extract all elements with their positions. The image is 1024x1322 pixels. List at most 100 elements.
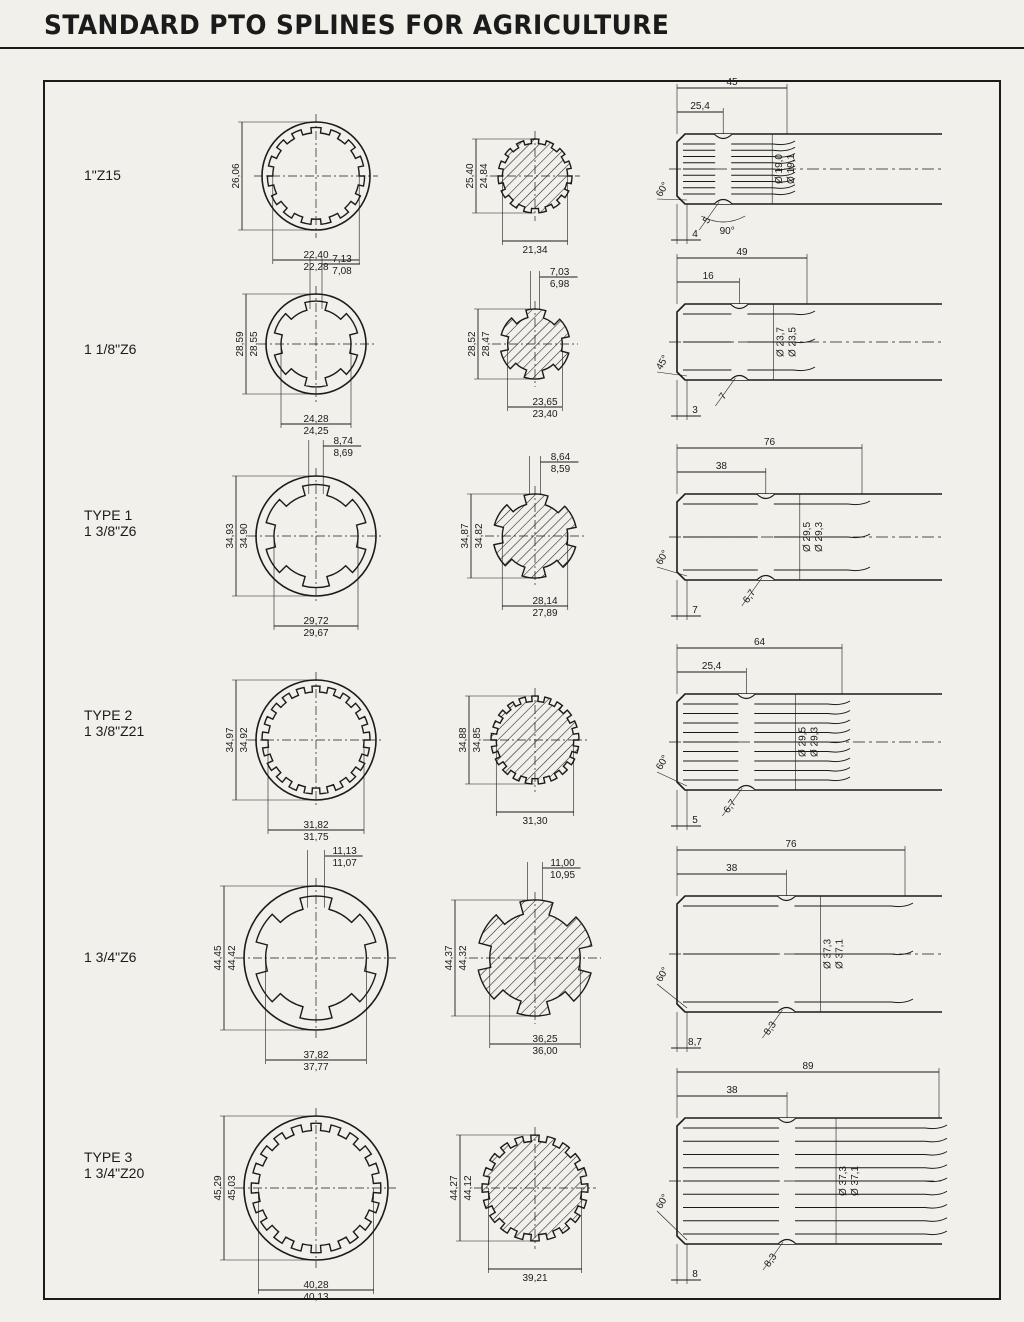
hub-inner-diameter-min: 29,67 <box>303 628 328 639</box>
groove-diameter-min: Ø 19,1 <box>786 154 797 184</box>
hub-outer-diameter: 26,06 <box>231 163 242 188</box>
groove-position-length: 38 <box>726 863 738 874</box>
groove-diameter-min: Ø 37,1 <box>850 1166 861 1196</box>
angle-leader <box>656 1210 688 1241</box>
shaft-root-diameter-min: 23,40 <box>532 409 557 420</box>
shaft-root-diameter-max: 36,25 <box>532 1034 557 1045</box>
spline-runout <box>847 500 871 506</box>
groove-leader <box>762 1241 784 1271</box>
hub-spline-profile <box>255 895 377 1021</box>
spline-runout <box>924 1204 948 1209</box>
chamfer-start-length: 8 <box>692 1269 698 1280</box>
groove-width: 7 <box>717 391 729 402</box>
retaining-groove-top <box>729 303 749 310</box>
retaining-groove-bottom <box>729 374 749 381</box>
spline-runout <box>827 729 851 734</box>
hub-key-width-min: 11,07 <box>332 858 357 869</box>
spline-runout <box>772 153 796 158</box>
hub-inner-diameter-min: 37,77 <box>303 1062 328 1073</box>
shaft-key-width-max: 8,64 <box>551 452 571 463</box>
hub-outer-diameter-max: 44,45 <box>213 945 224 970</box>
chamfer-angle: 60° <box>654 965 671 984</box>
groove-diameter-max: Ø 29,5 <box>797 727 808 757</box>
overall-spline-length: 76 <box>785 839 797 850</box>
hub-outer-diameter-min: 34,90 <box>239 523 250 548</box>
chamfer-angle: 45° <box>654 353 671 372</box>
shaft-root-diameter-min: 36,00 <box>532 1046 557 1057</box>
overall-spline-length: 49 <box>736 247 748 258</box>
groove-diameter-max: Ø 29,5 <box>802 522 813 552</box>
overall-spline-length: 45 <box>726 77 738 88</box>
chamfer-angle: 60° <box>654 753 671 772</box>
drawing-frame <box>43 80 1001 1300</box>
hub-inner-diameter-max: 37,82 <box>303 1050 328 1061</box>
hub-inner-diameter-min: 31,75 <box>303 832 328 843</box>
shaft-outer-diameter-min: 34,85 <box>472 727 483 752</box>
retaining-groove-bottom <box>736 784 756 791</box>
spline-runout <box>827 748 851 753</box>
hub-key-width-max: 11,13 <box>332 846 357 857</box>
spline-runout <box>924 1230 948 1236</box>
hub-inner-diameter-max: 40,28 <box>303 1280 328 1291</box>
shaft-root-diameter: 31,30 <box>522 816 547 827</box>
angle-leader <box>656 983 688 1009</box>
spline-size-label: 1 1/8"Z6 <box>84 341 137 357</box>
spline-size-label: 1"Z15 <box>84 167 121 183</box>
shaft-outer-diameter-min: 24,84 <box>479 163 490 188</box>
angle-leader <box>656 198 688 201</box>
spline-size-label: 1 3/4"Z20 <box>84 1165 144 1181</box>
spline-size-label: 1 3/8"Z21 <box>84 723 144 739</box>
spline-runout <box>792 310 816 316</box>
groove-position-length: 25,4 <box>702 661 722 672</box>
groove-diameter-max: Ø 37,3 <box>822 939 833 969</box>
retaining-groove-top <box>736 693 756 700</box>
groove-position-length: 16 <box>703 271 715 282</box>
hub-inner-diameter-max: 31,82 <box>303 820 328 831</box>
groove-angle: 90° <box>720 226 735 237</box>
hub-spline-profile <box>250 1122 382 1254</box>
groove-diameter-min: Ø 37,1 <box>834 939 845 969</box>
retaining-groove-top <box>777 1117 797 1124</box>
groove-diameter-min: Ø 29,3 <box>809 727 820 757</box>
hub-outer-diameter-min: 44,42 <box>227 945 238 970</box>
hub-inner-diameter-min: 22,28 <box>303 262 328 273</box>
hub-key-width-min: 7,08 <box>332 266 352 277</box>
hub-outer-diameter-min: 28,55 <box>249 331 260 356</box>
shaft-section-hatched <box>493 493 577 579</box>
spline-runout <box>827 719 851 725</box>
spline-runout <box>924 1124 948 1130</box>
angle-leader <box>656 771 688 787</box>
shaft-outer-diameter-min: 44,32 <box>458 945 469 970</box>
shaft-outer-diameter-max: 44,27 <box>449 1175 460 1200</box>
hub-outer-diameter-max: 28,59 <box>235 331 246 356</box>
spline-runout <box>924 1137 948 1143</box>
overall-spline-length: 89 <box>802 1061 814 1072</box>
shaft-key-width-min: 8,59 <box>551 464 571 475</box>
spline-runout <box>847 566 871 572</box>
retaining-groove-top <box>713 133 733 140</box>
spline-type-label: TYPE 3 <box>84 1149 132 1165</box>
spline-runout <box>827 757 851 763</box>
spline-runout <box>772 159 796 164</box>
groove-leader <box>762 1009 783 1039</box>
hub-outer-diameter-max: 34,97 <box>225 727 236 752</box>
hub-outer-diameter-max: 45,29 <box>213 1175 224 1200</box>
hub-spline-profile <box>273 300 359 388</box>
shaft-section-hatched <box>477 899 593 1017</box>
shaft-key-width-max: 7,03 <box>550 267 570 278</box>
angle-leader <box>656 566 688 577</box>
spline-size-label: 1 3/4"Z6 <box>84 949 137 965</box>
hub-inner-diameter-max: 24,28 <box>303 414 328 425</box>
hub-key-width-max: 8,74 <box>333 436 353 447</box>
shaft-outer-diameter-max: 34,87 <box>460 523 471 548</box>
shaft-key-width-min: 6,98 <box>550 279 570 290</box>
retaining-groove-bottom <box>713 198 733 205</box>
spline-runout <box>772 146 796 152</box>
shaft-root-diameter: 21,34 <box>522 245 547 256</box>
spline-runout <box>827 776 851 782</box>
hub-outer-diameter-min: 34,92 <box>239 727 250 752</box>
shaft-root-diameter-max: 23,65 <box>532 397 557 408</box>
hub-inner-diameter-min: 24,25 <box>303 426 328 437</box>
